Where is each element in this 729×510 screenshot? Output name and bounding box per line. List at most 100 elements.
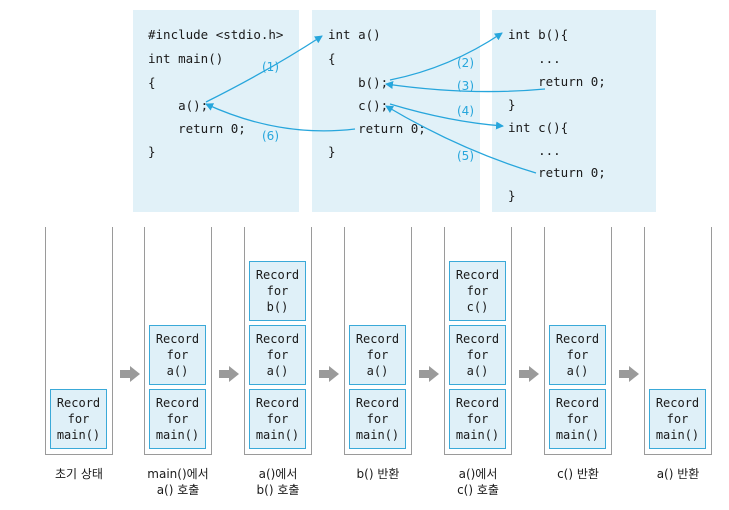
record-for-label: for xyxy=(466,412,489,426)
activation-record: Record for c() xyxy=(449,261,506,321)
record-for-label: for xyxy=(67,412,90,426)
flow-arrow-icon xyxy=(120,366,140,382)
code-b-line-2: ... xyxy=(508,51,561,66)
record-label: Record xyxy=(455,396,500,410)
record-label: Record xyxy=(355,396,400,410)
stack-caption-3: a()에서 b() 호출 xyxy=(233,466,323,498)
stack-caption-line: c() 호출 xyxy=(457,483,499,497)
code-main-line-6: } xyxy=(148,144,156,159)
record-function-name: a() xyxy=(266,364,289,378)
code-a-line-6: } xyxy=(328,144,336,159)
step-label-1: (1) xyxy=(262,60,279,74)
record-label: Record xyxy=(555,396,600,410)
record-for-label: for xyxy=(166,348,189,362)
record-for-label: for xyxy=(166,412,189,426)
code-b-line-4: } xyxy=(508,97,516,112)
activation-record: Record for main() xyxy=(449,389,506,449)
flow-arrow-icon xyxy=(419,366,439,382)
activation-record: Record for a() xyxy=(149,325,206,385)
code-b-line-3: return 0; xyxy=(508,74,606,89)
stack-caption-line: c() 반환 xyxy=(557,467,599,481)
record-label: Record xyxy=(455,332,500,346)
activation-record: Record for b() xyxy=(249,261,306,321)
record-function-name: main() xyxy=(255,428,300,442)
arrow-step-3 xyxy=(385,81,546,93)
record-function-name: a() xyxy=(466,364,489,378)
activation-record: Record for main() xyxy=(549,389,606,449)
stack-caption-line: b() 반환 xyxy=(356,467,400,481)
activation-record: Record for a() xyxy=(449,325,506,385)
code-panel-bc xyxy=(492,10,656,212)
flow-arrow-icon xyxy=(519,366,539,382)
flow-arrow-icon xyxy=(619,366,639,382)
record-label: Record xyxy=(255,268,300,282)
stack-caption-line: 초기 상태 xyxy=(55,467,103,481)
record-label: Record xyxy=(255,332,300,346)
record-function-name: a() xyxy=(366,364,389,378)
stack-caption-line: a() 반환 xyxy=(656,467,700,481)
record-function-name: b() xyxy=(266,300,289,314)
record-function-name: a() xyxy=(166,364,189,378)
code-a-line-2: { xyxy=(328,51,336,66)
code-a-line-4: c(); xyxy=(328,98,389,113)
record-for-label: for xyxy=(366,412,389,426)
stack-caption-4: b() 반환 xyxy=(333,466,423,482)
record-function-name: main() xyxy=(155,428,200,442)
record-function-name: main() xyxy=(455,428,500,442)
arrow-step-1 xyxy=(205,35,323,103)
code-c-line-3: return 0; xyxy=(508,165,606,180)
record-label: Record xyxy=(255,396,300,410)
code-main-line-2: int main() xyxy=(148,51,224,66)
record-for-label: for xyxy=(466,348,489,362)
activation-record: Record for a() xyxy=(349,325,406,385)
code-a-line-1: int a() xyxy=(328,27,381,42)
record-function-name: c() xyxy=(466,300,489,314)
record-for-label: for xyxy=(266,412,289,426)
record-for-label: for xyxy=(466,284,489,298)
code-b-line-1: int b(){ xyxy=(508,27,569,42)
arrow-step-2 xyxy=(389,32,503,81)
code-a-line-3: b(); xyxy=(328,75,389,90)
stack-caption-line: main()에서 xyxy=(147,467,209,481)
flow-arrow-icon xyxy=(219,366,239,382)
record-function-name: main() xyxy=(655,428,700,442)
record-label: Record xyxy=(155,332,200,346)
record-for-label: for xyxy=(366,348,389,362)
step-label-5: (5) xyxy=(457,149,474,163)
record-label: Record xyxy=(455,268,500,282)
code-c-line-2: ... xyxy=(508,143,561,158)
arrow-step-6 xyxy=(205,103,356,132)
step-label-3: (3) xyxy=(457,79,474,93)
stack-caption-line: a()에서 xyxy=(258,467,298,481)
record-label: Record xyxy=(655,396,700,410)
stack-6: Record for a() Record for main() xyxy=(544,227,612,455)
stack-caption-line: b() 호출 xyxy=(256,483,300,497)
code-c-line-1: int c(){ xyxy=(508,120,569,135)
record-function-name: a() xyxy=(566,364,589,378)
stack-caption-line: a()에서 xyxy=(458,467,498,481)
code-a-line-5: return 0; xyxy=(328,121,426,136)
record-for-label: for xyxy=(266,284,289,298)
flow-arrow-icon xyxy=(319,366,339,382)
step-label-2: (2) xyxy=(457,56,474,70)
record-label: Record xyxy=(355,332,400,346)
stack-caption-7: a() 반환 xyxy=(633,466,723,482)
step-label-6: (6) xyxy=(262,129,279,143)
record-function-name: main() xyxy=(555,428,600,442)
record-for-label: for xyxy=(566,412,589,426)
record-for-label: for xyxy=(566,348,589,362)
arrow-step-4 xyxy=(389,103,504,130)
step-label-4: (4) xyxy=(457,104,474,118)
arrow-step-5 xyxy=(385,105,537,174)
record-label: Record xyxy=(555,332,600,346)
call-arrows xyxy=(205,32,546,174)
stack-caption-1: 초기 상태 xyxy=(34,466,124,482)
